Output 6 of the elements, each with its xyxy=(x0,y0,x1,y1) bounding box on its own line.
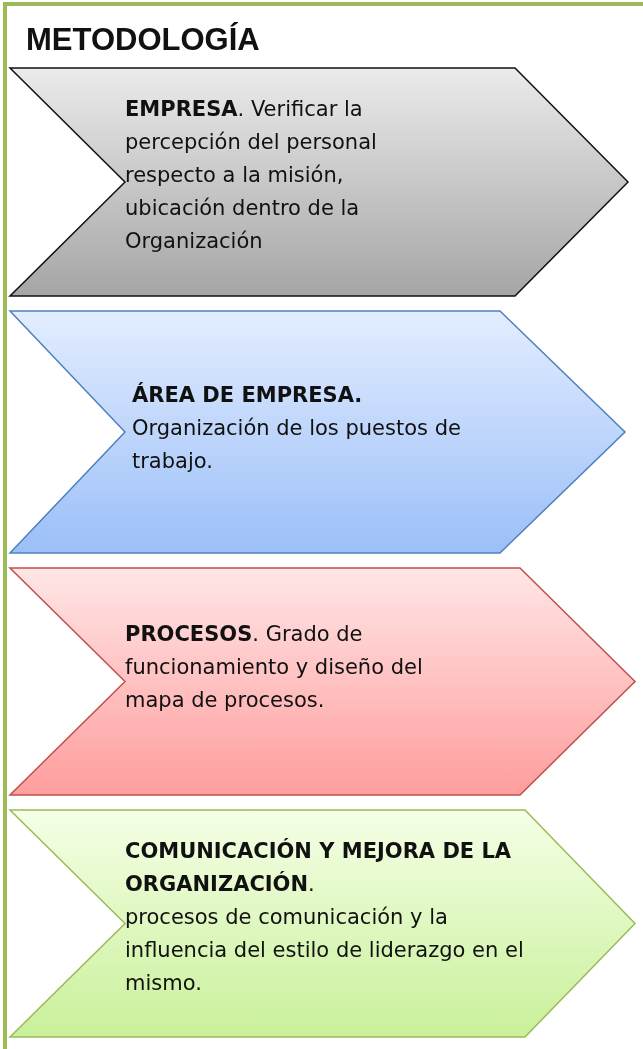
chevron-text: COMUNICACIÓN Y MEJORA DE LA ORGANIZACIÓN. xyxy=(125,837,513,898)
chevron-text: EMPRESA. Verificar la percepción del personal respecto a la misión, ubicación dentro de la Organización xyxy=(125,96,378,255)
chevron-text: ÁREA DE EMPRESA. Organización de los puestos de trabajo. xyxy=(132,381,462,475)
chevron-text: PROCESOS. Grado de funcionamiento y diseño del mapa de procesos. xyxy=(125,621,424,714)
title: METODOLOGÍA xyxy=(26,22,260,58)
chevron-text: procesos de comunicación y la influencia del estilo de liderazgo en el mismo. xyxy=(125,904,525,997)
